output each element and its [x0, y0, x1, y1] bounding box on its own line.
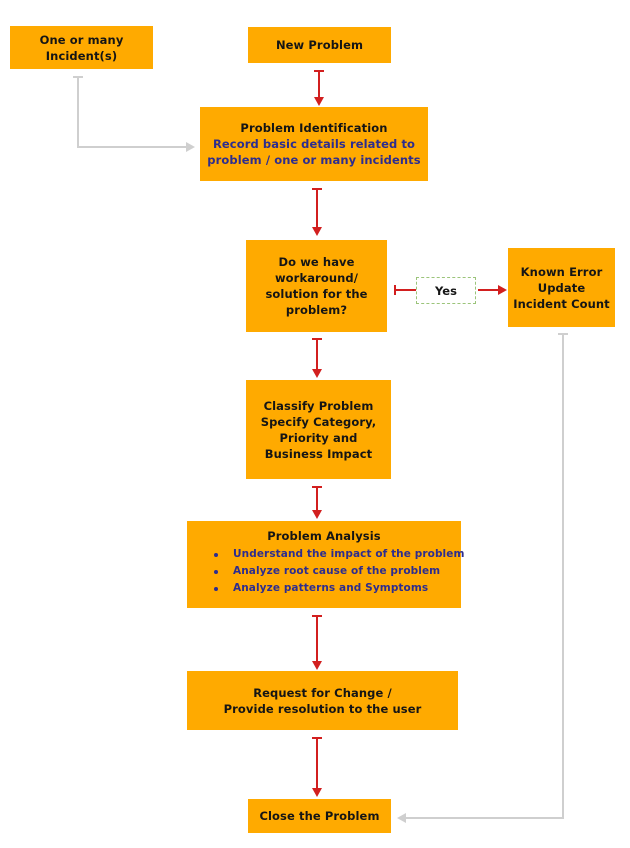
arrowhead-analysis: [312, 510, 322, 519]
list-item: Analyze patterns and Symptoms: [187, 580, 461, 597]
node-known-error-line-2: Update: [537, 280, 586, 295]
connector-classify-to-analysis: [316, 486, 318, 511]
node-decision-line-4: problem?: [285, 303, 348, 317]
node-classify-line-4: Business Impact: [264, 446, 373, 461]
node-decision-line-1: Do we have: [278, 255, 355, 269]
node-classify-line-2: Specify Category,: [260, 414, 377, 429]
node-new-problem[interactable]: New Problem: [248, 27, 391, 63]
node-close-label: Close the Problem: [259, 809, 380, 823]
arrowhead-incidents-to-identification: [186, 142, 195, 152]
node-new-problem-label: New Problem: [275, 38, 364, 52]
connector-yes-to-known-error: [478, 289, 500, 291]
arrowhead-known-error: [498, 285, 507, 295]
node-close-the-problem[interactable]: Close the Problem: [248, 799, 391, 833]
connector-decision-to-yes: [394, 289, 416, 291]
node-problem-identification-line-2: problem / one or many incidents: [207, 153, 421, 167]
arrowhead-identification: [314, 97, 324, 106]
node-request-for-change-line-2: Provide resolution to the user: [223, 701, 422, 716]
node-request-for-change[interactable]: Request for Change / Provide resolution …: [187, 671, 458, 730]
node-incidents-line-1: One or many: [39, 32, 124, 47]
node-decision-workaround[interactable]: Do we have workaround/ solution for the …: [246, 240, 387, 332]
list-item: Understand the impact of the problem: [187, 546, 464, 563]
node-problem-analysis[interactable]: Problem Analysis Understand the impact o…: [187, 521, 464, 608]
node-known-error-line-3: Incident Count: [513, 296, 610, 311]
arrowhead-known-error-to-close: [397, 813, 406, 823]
node-problem-analysis-heading: Problem Analysis: [267, 529, 381, 543]
arrowhead-rfc: [312, 661, 322, 670]
node-known-error-line-1: Known Error: [520, 264, 603, 279]
arrowhead-classify: [312, 369, 322, 378]
node-classify-line-1: Classify Problem: [263, 398, 374, 413]
connector-new-problem-to-identification: [318, 70, 320, 98]
connector-rfc-to-close: [316, 737, 318, 789]
problem-analysis-bullet-list: Understand the impact of the problem Ana…: [187, 546, 464, 597]
connector-analysis-to-rfc: [316, 615, 318, 662]
node-problem-identification-line-1: Record basic details related to: [212, 137, 416, 151]
connector-known-error-vertical: [562, 333, 564, 819]
label-yes[interactable]: Yes: [416, 277, 476, 304]
node-problem-identification[interactable]: Problem Identification Record basic deta…: [200, 107, 428, 181]
connector-decision-to-classify: [316, 338, 318, 370]
connector-identification-to-decision: [316, 188, 318, 228]
connector-known-error-horizontal: [406, 817, 564, 819]
node-decision-line-3: solution for the: [265, 287, 368, 301]
list-item: Analyze root cause of the problem: [187, 563, 461, 580]
node-incidents-line-2: Incident(s): [45, 48, 118, 63]
arrowhead-close: [312, 788, 322, 797]
arrowhead-decision: [312, 227, 322, 236]
connector-incidents-horizontal: [77, 146, 189, 148]
node-classify-line-3: Priority and: [279, 430, 358, 445]
node-problem-identification-heading: Problem Identification: [240, 121, 388, 135]
connector-incidents-vertical: [77, 76, 79, 148]
node-known-error[interactable]: Known Error Update Incident Count: [508, 248, 615, 327]
node-one-or-many-incidents[interactable]: One or many Incident(s): [10, 26, 153, 69]
node-classify-problem[interactable]: Classify Problem Specify Category, Prior…: [246, 380, 391, 479]
node-request-for-change-line-1: Request for Change /: [253, 685, 392, 700]
node-decision-line-2: workaround/: [274, 271, 359, 285]
